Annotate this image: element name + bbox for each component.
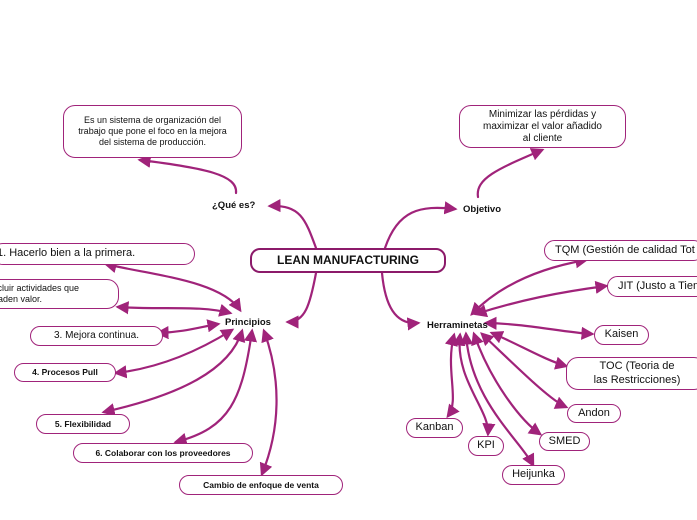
objetivo-description: Minimizar las pérdidas y maximizar el va… (459, 105, 626, 148)
objetivo-label: Objetivo (463, 204, 502, 215)
edge-root-herramientas (380, 271, 421, 331)
principio-3: 3. Mejora continua. (30, 326, 163, 346)
edge-herr-andon (480, 332, 569, 409)
principio-6: 6. Colaborar con los proveedores (73, 443, 253, 463)
edge-principio-1 (103, 260, 242, 313)
que-es-description: Es un sistema de organización del trabaj… (63, 105, 242, 158)
que-es-label: ¿Qué es? (212, 200, 256, 211)
principio-5: 5. Flexibilidad (36, 414, 130, 434)
edge-principio-2 (115, 301, 233, 317)
herramienta-heijunka: Heijunka (502, 465, 565, 485)
principios-label: Principios (225, 317, 271, 328)
herramientas-label: Herraminetas (427, 320, 488, 331)
herramienta-tqm: TQM (Gestión de calidad Tot (544, 240, 697, 261)
edge-herr-smed (471, 331, 543, 436)
edge-herr-toc (489, 331, 569, 370)
herramienta-jit: JIT (Justo a Tiem (607, 276, 697, 297)
root-node: LEAN MANUFACTURING (250, 248, 446, 273)
edge-root-que-es (267, 199, 318, 250)
edge-herr-kaisen (483, 316, 595, 340)
edge-root-objetivo (383, 201, 458, 250)
edge-root-principios (285, 271, 318, 329)
edge-herr-tqm (470, 255, 589, 316)
herramienta-kpi: KPI (468, 436, 504, 456)
edge-objetivo-description (476, 148, 545, 199)
herramienta-toc: TOC (Teoria de las Restricciones) (566, 357, 697, 390)
edge-herr-kpi (452, 332, 496, 437)
edge-herr-kanban (444, 332, 460, 419)
principio-2: xcluir actividades que ñaden valor. (0, 279, 119, 309)
herramienta-smed: SMED (539, 432, 590, 451)
herramienta-andon: Andon (567, 404, 621, 423)
edge-principio-6 (173, 328, 258, 446)
herramienta-kanban: Kanban (406, 418, 463, 438)
edge-herr-jit (473, 280, 609, 318)
edge-que-es-description (137, 154, 238, 195)
principio-1: 1. Hacerlo bien a la primera. (0, 243, 195, 265)
principio-7: Cambio de enfoque de venta (179, 475, 343, 495)
principio-4: 4. Procesos Pull (14, 363, 116, 382)
edge-principio-7 (259, 328, 278, 477)
edge-principio-3 (155, 319, 221, 340)
herramienta-kaisen: Kaisen (594, 325, 649, 345)
